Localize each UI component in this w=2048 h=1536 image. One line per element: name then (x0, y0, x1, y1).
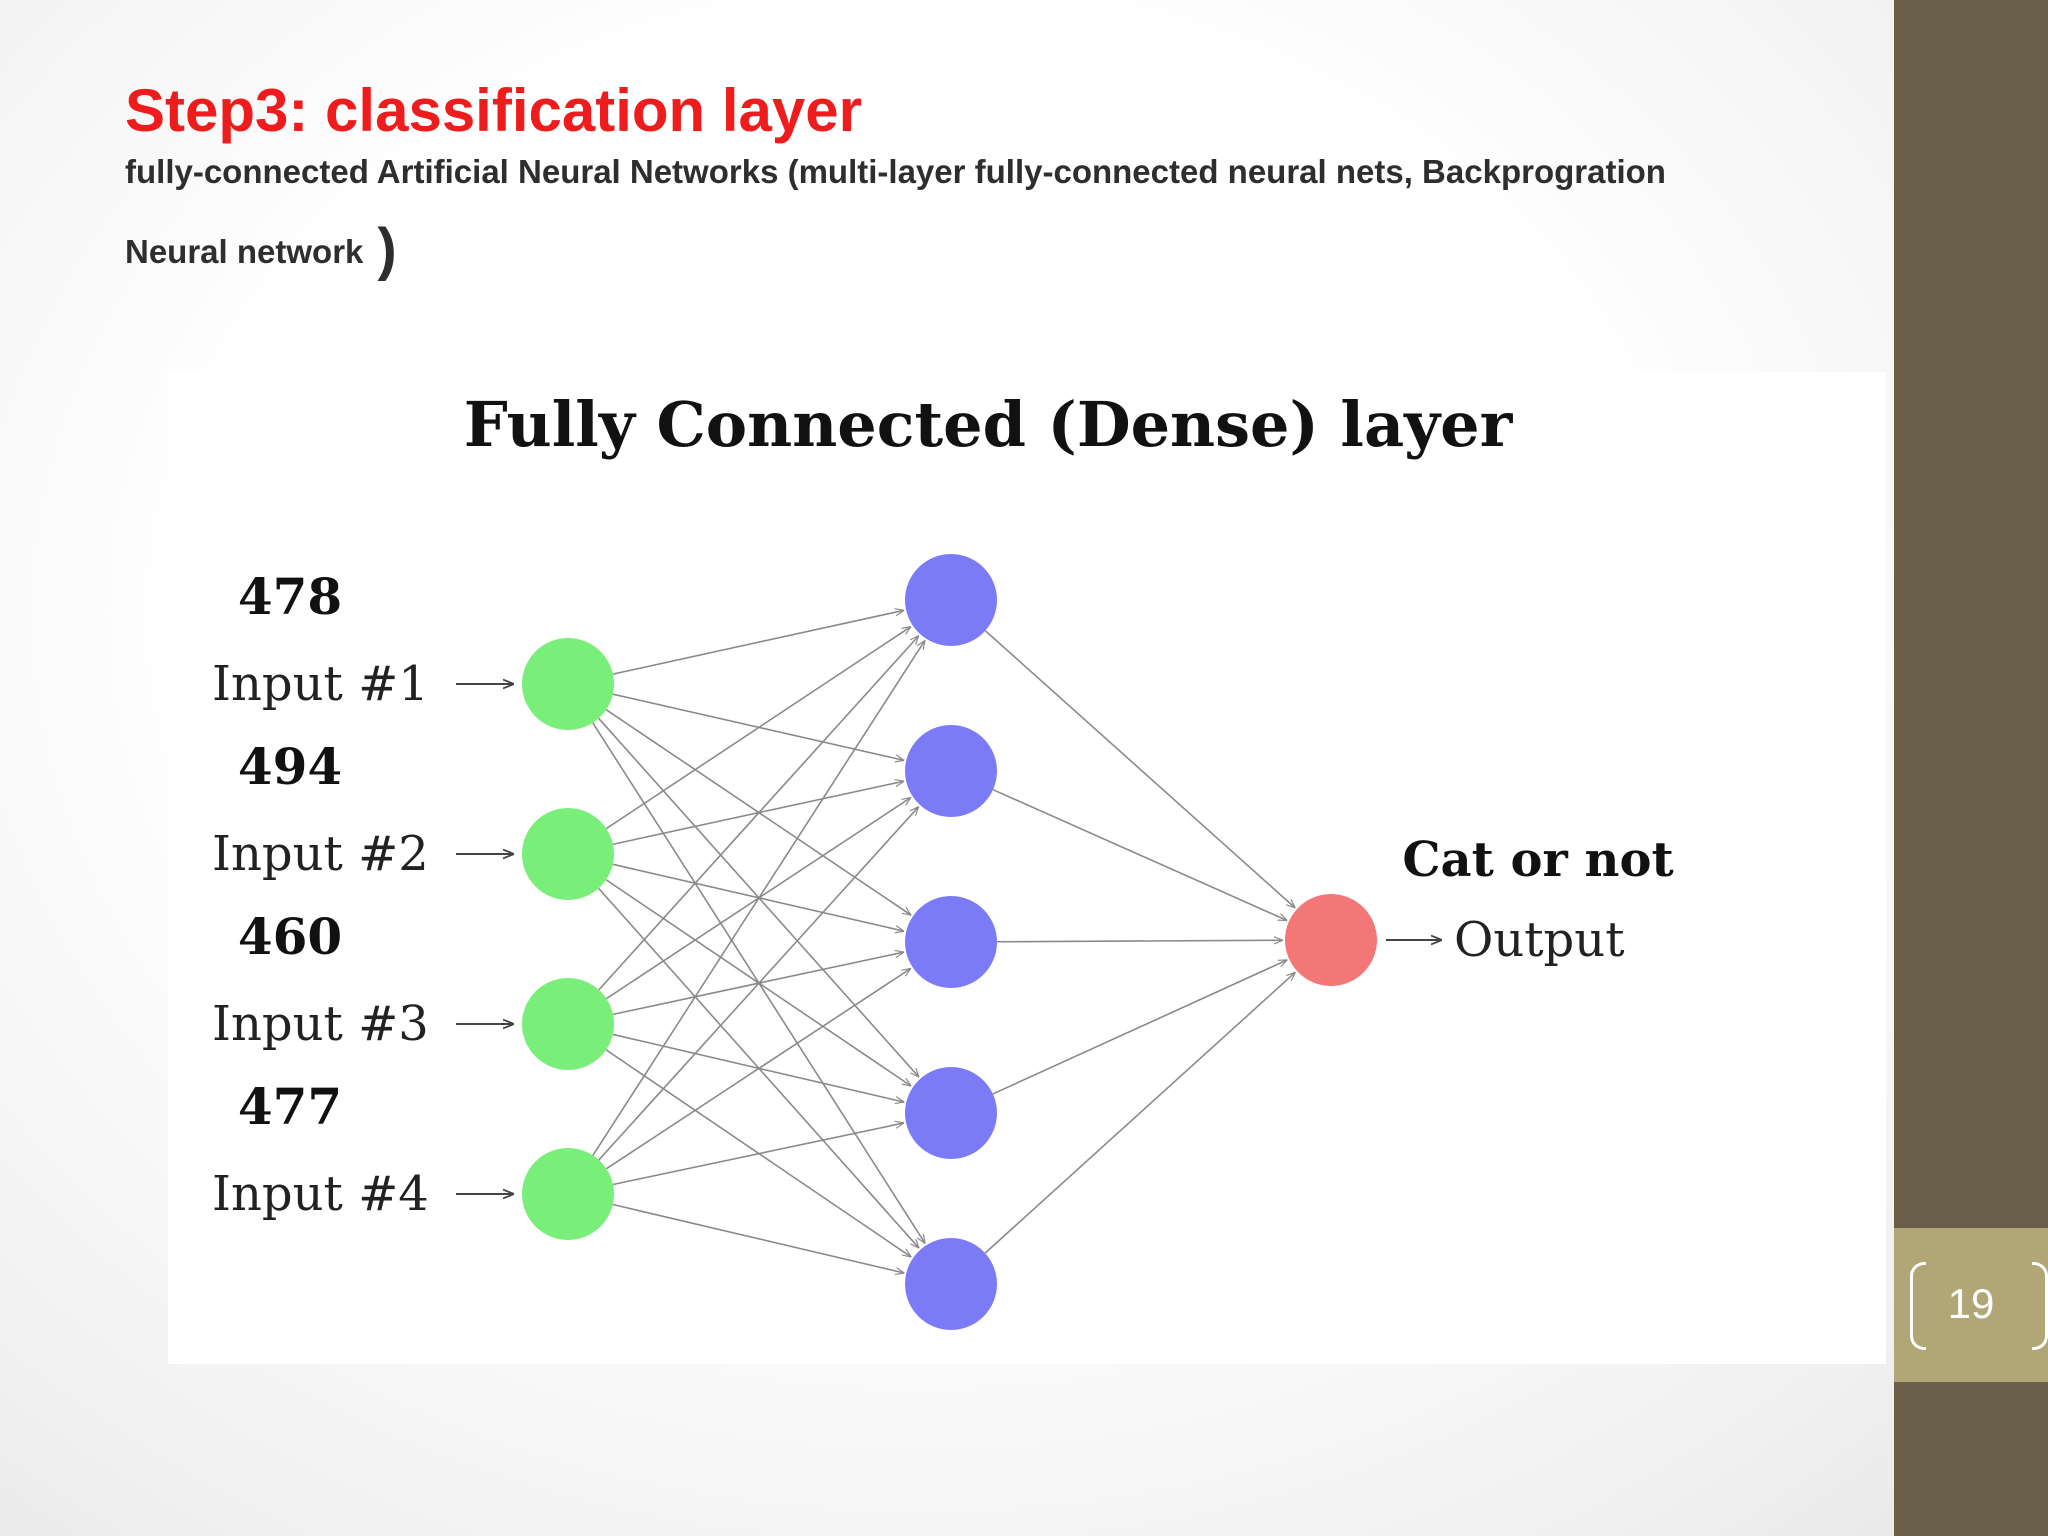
diagram-title: Fully Connected (Dense) layer (464, 388, 1514, 461)
edge-input4-hidden5 (612, 1203, 904, 1273)
closing-parenthesis: ) (377, 217, 397, 282)
edge-input4-hidden1 (592, 640, 925, 1156)
edge-input1-hidden1 (612, 610, 904, 675)
input-node-4 (522, 1148, 614, 1240)
input-node-3 (522, 978, 614, 1070)
input-label-3: Input #3 (212, 996, 429, 1052)
input-node-2 (522, 808, 614, 900)
input-value-4: 477 (238, 1077, 342, 1136)
page-number-badge: 19 (1894, 1228, 2048, 1382)
edge-input4-hidden4 (612, 1123, 904, 1186)
hidden-node-3 (905, 896, 997, 988)
edge-hidden1-output (984, 630, 1295, 908)
neurons (522, 554, 1377, 1330)
subtitle-line2-text: Neural network (125, 233, 364, 270)
output-caption: Cat or not (1402, 832, 1673, 888)
edge-hidden5-output (984, 972, 1295, 1254)
input-label-4: Input #4 (212, 1166, 429, 1222)
page-number: 19 (1947, 1280, 1995, 1327)
left-bracket-icon (1910, 1262, 1926, 1350)
edge-hidden4-output (992, 959, 1287, 1095)
slide-subtitle-line2: Neural network) (125, 221, 397, 279)
edge-hidden3-output (996, 940, 1283, 942)
edge-input3-hidden1 (598, 636, 919, 991)
input-label-2: Input #2 (212, 826, 429, 882)
hidden-node-2 (905, 725, 997, 817)
hidden-node-1 (905, 554, 997, 646)
connections (592, 610, 1296, 1273)
slide-title: Step3: classification layer (125, 77, 862, 144)
input-value-2: 494 (238, 737, 342, 796)
output-label: Output (1454, 912, 1624, 968)
input-node-1 (522, 638, 614, 730)
output-node (1285, 894, 1377, 986)
edge-input2-hidden1 (605, 627, 911, 830)
edge-input4-hidden3 (605, 968, 910, 1170)
input-label-1: Input #1 (212, 656, 429, 712)
slide-subtitle: fully-connected Artificial Neural Networ… (125, 153, 1666, 190)
hidden-node-4 (905, 1067, 997, 1159)
edge-input4-hidden2 (598, 807, 919, 1161)
input-value-1: 478 (238, 567, 342, 626)
edge-hidden2-output (992, 788, 1287, 922)
input-value-3: 460 (238, 907, 342, 966)
right-bracket-icon (2032, 1262, 2048, 1350)
hidden-node-5 (905, 1238, 997, 1330)
